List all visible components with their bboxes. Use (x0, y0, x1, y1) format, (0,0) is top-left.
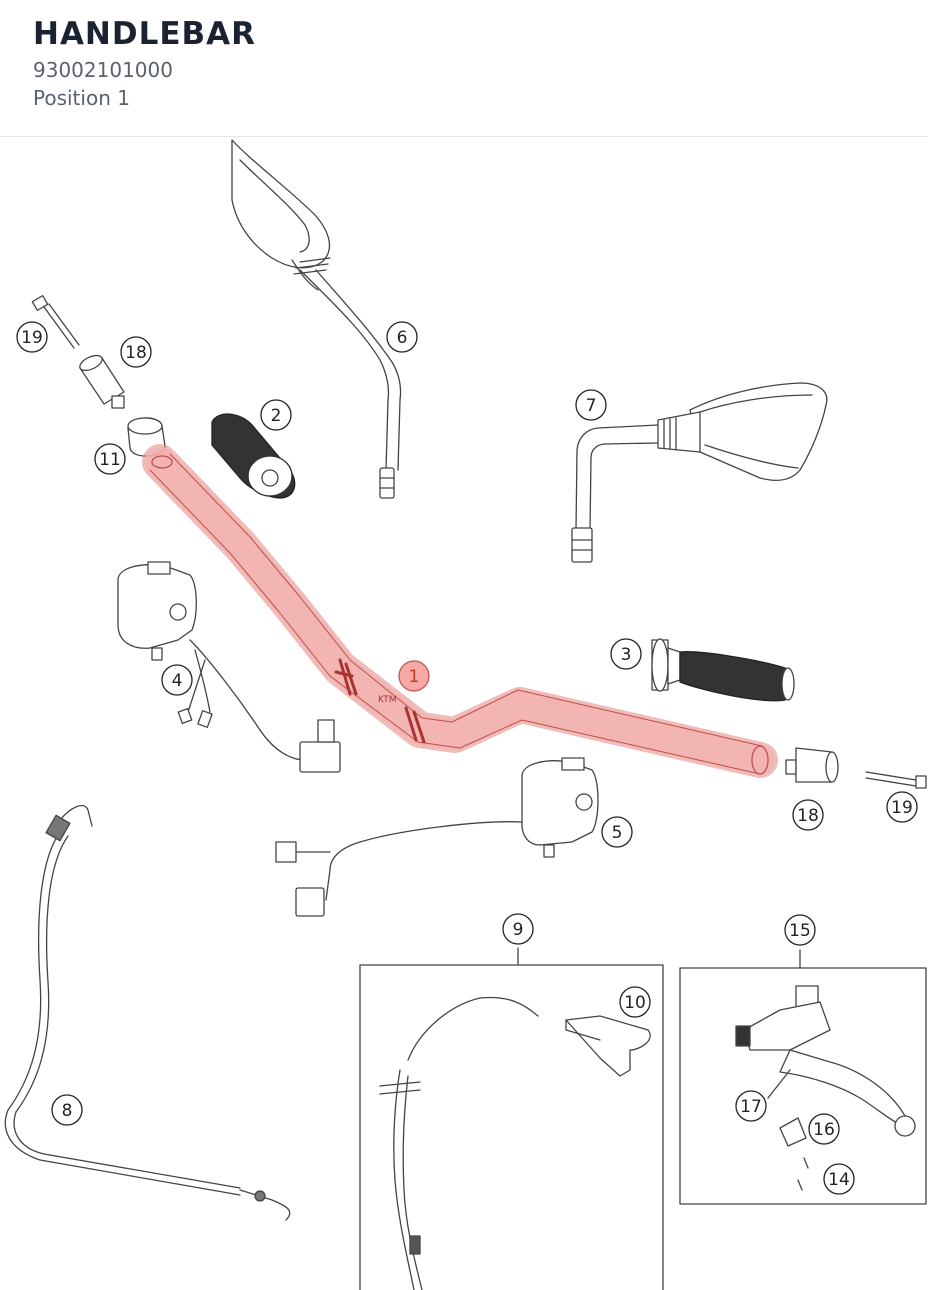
svg-text:8: 8 (62, 1101, 73, 1121)
bar-end-left-part[interactable] (78, 352, 125, 409)
part-number: 93002101000 (33, 58, 173, 82)
svg-text:7: 7 (586, 396, 597, 416)
throttle-cable-part[interactable] (4, 804, 291, 1221)
svg-text:3: 3 (621, 645, 632, 665)
exploded-parts-diagram: KTM (4, 139, 927, 1290)
bolt-left-part[interactable] (31, 295, 80, 349)
mirror-right-part[interactable] (571, 382, 828, 563)
svg-text:15: 15 (789, 921, 811, 941)
grip-right-part[interactable] (651, 638, 795, 702)
svg-text:9: 9 (513, 920, 524, 940)
callout-6[interactable]: 6 (386, 321, 418, 353)
svg-text:14: 14 (828, 1170, 850, 1190)
callout-labels: 1 2 3 4 5 6 7 8 (16, 321, 918, 1195)
callout-1[interactable]: 1 (398, 660, 430, 692)
callout-8[interactable]: 8 (51, 1094, 83, 1126)
callout-4[interactable]: 4 (161, 664, 193, 696)
callout-19-left[interactable]: 19 (16, 321, 48, 353)
page-title: HANDLEBAR (33, 16, 257, 52)
callout-7[interactable]: 7 (575, 389, 607, 421)
position-label: Position 1 (33, 86, 130, 110)
callout-5[interactable]: 5 (601, 816, 633, 848)
callout-18-right[interactable]: 18 (792, 799, 824, 831)
callout-19-right[interactable]: 19 (886, 791, 918, 823)
callout-3[interactable]: 3 (610, 638, 642, 670)
clutch-cable-box[interactable] (359, 947, 664, 1290)
svg-text:18: 18 (125, 343, 147, 363)
svg-text:KTM: KTM (378, 695, 396, 705)
clutch-lever-box[interactable] (679, 949, 927, 1205)
switch-left-part[interactable] (117, 561, 341, 773)
callout-18-left[interactable]: 18 (120, 336, 152, 368)
svg-text:17: 17 (740, 1097, 762, 1117)
callout-9[interactable]: 9 (502, 913, 534, 945)
callout-11[interactable]: 11 (94, 443, 126, 475)
svg-text:19: 19 (21, 328, 43, 348)
callout-10[interactable]: 10 (619, 986, 651, 1018)
switch-right-part[interactable] (275, 757, 599, 917)
callout-17[interactable]: 17 (735, 1090, 767, 1122)
mirror-left-part[interactable] (231, 139, 402, 499)
grip-left-part[interactable] (211, 413, 296, 499)
page-header: HANDLEBAR 93002101000 Position 1 (0, 0, 928, 137)
callout-16[interactable]: 16 (808, 1113, 840, 1145)
svg-text:2: 2 (271, 406, 282, 426)
svg-text:18: 18 (797, 806, 819, 826)
bar-end-right-part[interactable] (785, 747, 839, 783)
callout-14[interactable]: 14 (823, 1163, 855, 1195)
svg-text:16: 16 (813, 1120, 835, 1140)
svg-text:6: 6 (397, 328, 408, 348)
svg-text:11: 11 (99, 450, 121, 470)
bolt-right-part[interactable] (865, 771, 927, 789)
callout-15[interactable]: 15 (784, 914, 816, 946)
svg-text:10: 10 (624, 993, 646, 1013)
svg-text:1: 1 (409, 667, 420, 687)
svg-text:4: 4 (172, 671, 183, 691)
handlebar-part[interactable]: KTM (142, 444, 778, 778)
svg-text:19: 19 (891, 798, 913, 818)
svg-text:5: 5 (612, 823, 623, 843)
callout-2[interactable]: 2 (260, 399, 292, 431)
